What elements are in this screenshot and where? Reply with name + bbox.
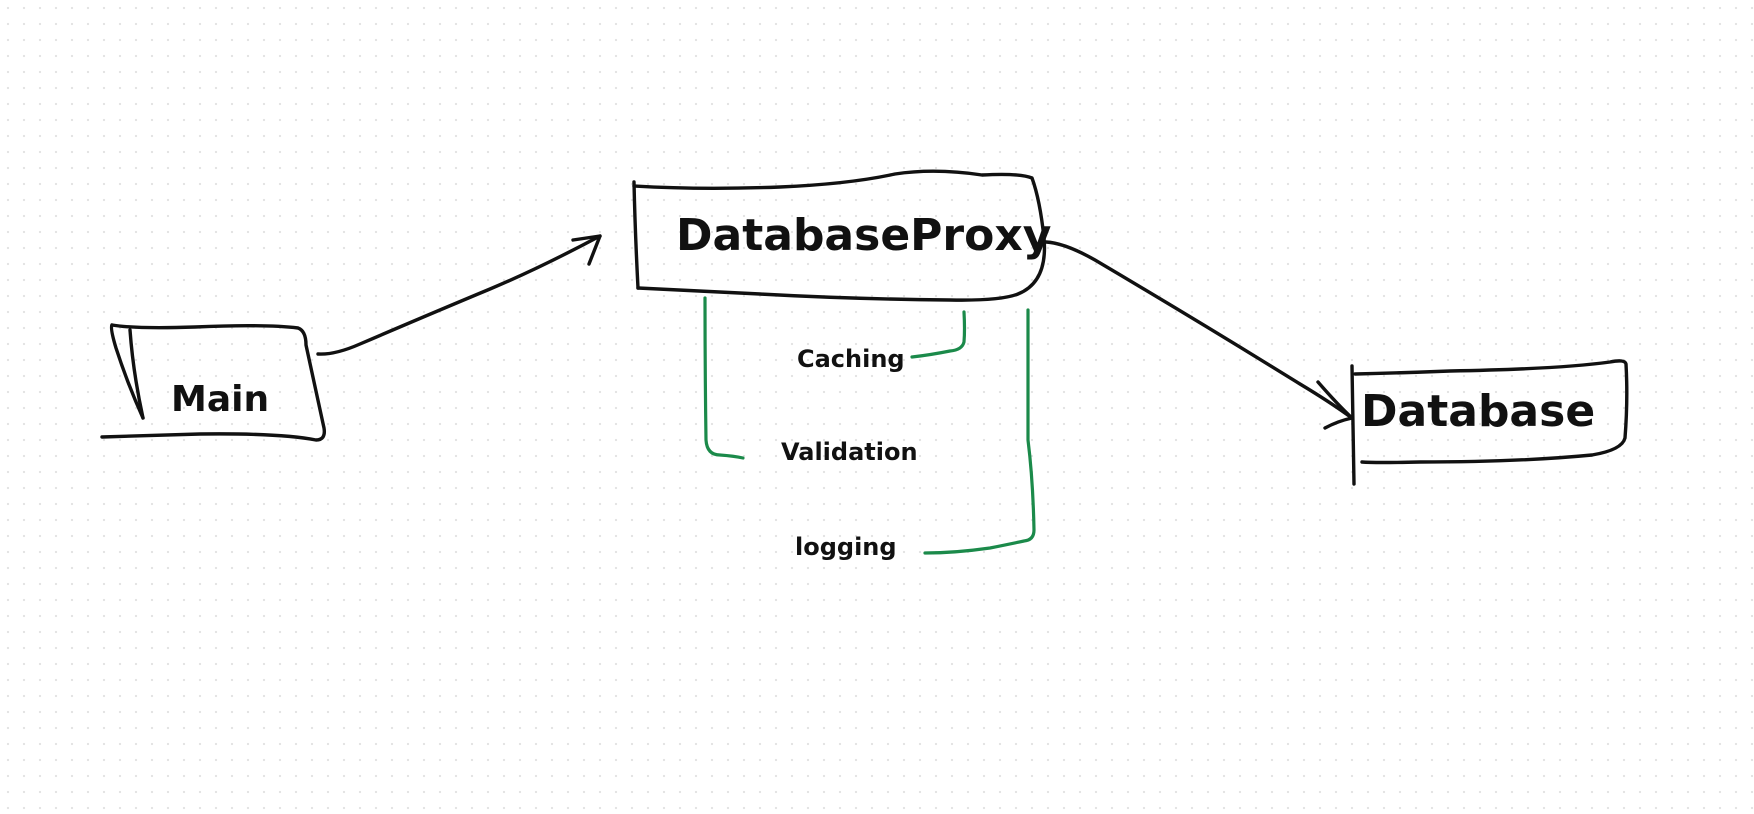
arrow-main-to-proxy-line: [316, 234, 602, 356]
database-node[interactable]: Database: [1350, 359, 1629, 486]
main-node-inner-stroke: [128, 328, 145, 420]
arrow-proxy-to-database-line: [1044, 240, 1354, 420]
validation-bracket: [703, 296, 745, 460]
proxy-feature-brackets: [703, 296, 1036, 555]
main-node-shape: [100, 323, 327, 442]
database-proxy-node-shape: [632, 169, 1047, 302]
logging-bracket: [923, 308, 1036, 555]
database-node-left-edge: [1350, 364, 1356, 486]
validation-label: Validation: [781, 438, 918, 466]
arrow-proxy-to-database-head: [1316, 380, 1354, 430]
database-proxy-node-left-edge: [632, 180, 640, 290]
caching-bracket: [910, 310, 967, 359]
arrow-main-to-proxy-head: [571, 234, 602, 266]
database-proxy-node-label: DatabaseProxy: [676, 210, 1051, 261]
database-proxy-node[interactable]: DatabaseProxy: [632, 169, 1051, 302]
arrow-proxy-to-database: [1044, 240, 1354, 430]
logging-label: logging: [795, 533, 897, 561]
database-node-shape: [1353, 359, 1629, 465]
main-node-left-edge: [109, 323, 145, 420]
caching-label: Caching: [797, 345, 905, 373]
main-node-label: Main: [171, 379, 269, 420]
arrow-main-to-proxy: [316, 234, 602, 356]
main-node[interactable]: Main: [100, 323, 327, 442]
database-node-label: Database: [1361, 386, 1595, 437]
